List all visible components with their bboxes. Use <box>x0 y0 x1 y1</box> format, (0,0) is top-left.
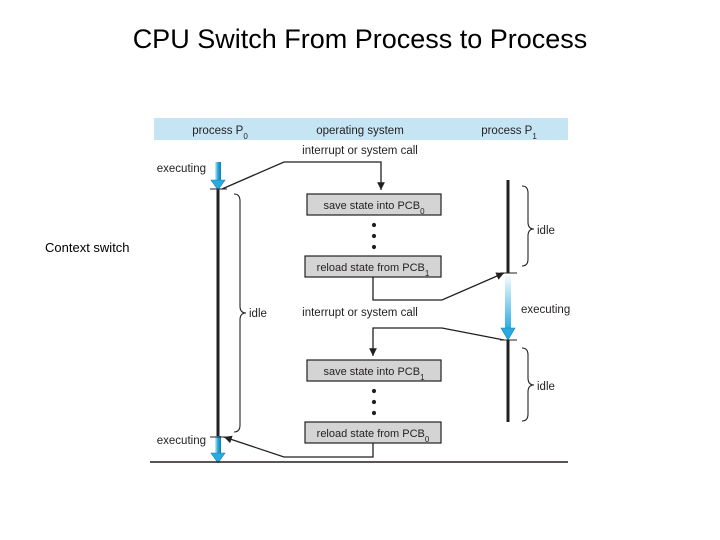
p1-idle-bottom-label: idle <box>537 381 555 393</box>
connector-os-to-p0-bottom <box>223 435 374 458</box>
process-p0-subscript: 0 <box>243 132 248 141</box>
save-state-pcb1-text: save state into PCB <box>323 366 420 378</box>
column-label-operating-system: operating system <box>316 125 404 137</box>
p0-executing-bottom-arrowhead <box>210 452 226 464</box>
reload-state-pcb1-text: reload state from PCB <box>317 262 425 274</box>
process-p1-subscript: 1 <box>532 132 537 141</box>
p1-executing-label: executing <box>521 304 570 316</box>
process-p1-text: process P <box>481 125 532 137</box>
reload-state-pcb0-text: reload state from PCB <box>317 428 425 440</box>
operating-system-text: operating system <box>316 125 404 137</box>
os-box-reload-state-pcb1-label: reload state from PCB1 <box>317 262 430 278</box>
save-state-pcb0-text: save state into PCB <box>323 200 420 212</box>
process-p0-text: process P <box>192 125 243 137</box>
p1-executing-arrowhead <box>500 327 516 341</box>
column-label-process-p0: process P0 <box>192 125 248 141</box>
save-state-pcb0-subscript: 0 <box>420 207 425 216</box>
os-box-save-state-pcb0 <box>306 193 442 216</box>
p0-executing-bottom-label: executing <box>157 435 206 447</box>
p1-idle-bottom-brace <box>521 347 535 422</box>
p0-idle-label: idle <box>249 308 267 320</box>
diagram-svg: process P0 operating system process P1 i… <box>150 118 570 464</box>
column-label-process-p1: process P1 <box>481 125 537 141</box>
connector-os-to-p1 <box>372 272 505 301</box>
os-box-save-state-pcb1 <box>306 359 442 382</box>
p1-idle-top-label: idle <box>537 225 555 237</box>
os-box-save-state-pcb0-label: save state into PCB0 <box>323 200 425 216</box>
os-box-save-state-pcb1-label: save state into PCB1 <box>323 366 425 382</box>
p0-executing-top-label: executing <box>157 163 206 175</box>
os-box-reload-state-pcb0-label: reload state from PCB0 <box>317 428 430 444</box>
p0-executing-bottom-shaft <box>215 436 221 454</box>
os-ellipsis-2 <box>371 388 377 416</box>
interrupt-label-1: interrupt or system call <box>302 145 418 157</box>
interrupt-label-2: interrupt or system call <box>302 307 418 319</box>
connector-p1-to-os <box>369 327 505 356</box>
p0-executing-top-arrowhead <box>210 179 226 191</box>
p0-idle-brace <box>233 193 247 433</box>
reload-state-pcb1-subscript: 1 <box>425 269 430 278</box>
connector-p0-to-os-1 <box>221 161 385 190</box>
column-header-bar <box>154 118 568 140</box>
cpu-switch-diagram: process P0 operating system process P1 i… <box>132 110 582 470</box>
save-state-pcb1-subscript: 1 <box>420 373 425 382</box>
p1-idle-top-brace <box>521 185 535 267</box>
page-title: CPU Switch From Process to Process <box>132 24 588 54</box>
reload-state-pcb0-subscript: 0 <box>425 435 430 444</box>
p1-executing-shaft <box>505 273 511 330</box>
p0-executing-top-shaft <box>215 162 221 180</box>
os-ellipsis-1 <box>371 222 377 250</box>
context-switch-annotation: Context switch <box>45 240 130 255</box>
